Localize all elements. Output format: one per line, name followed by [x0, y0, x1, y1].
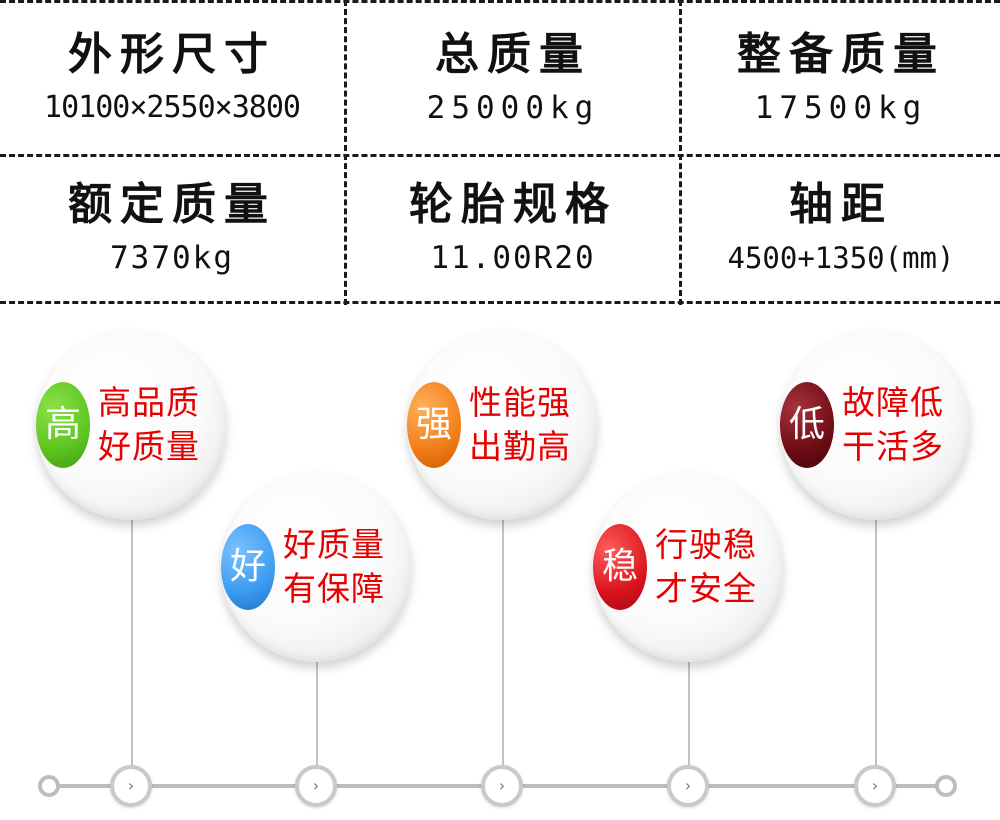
timeline-stem: [131, 520, 133, 768]
feature-line: 出勤高: [469, 427, 571, 466]
spec-curb-mass: 整备质量 17500kg: [682, 30, 1000, 128]
feature-line: 行驶稳: [655, 525, 757, 564]
spec-total-mass: 总质量 25000kg: [347, 30, 679, 128]
grid-divider: [679, 0, 682, 305]
spec-table: 外形尺寸 10100×2550×3800 总质量 25000kg 整备质量 17…: [0, 0, 1000, 305]
feature-line: 干活多: [842, 427, 944, 466]
badge-hao-icon: 好: [221, 524, 275, 610]
spec-label: 轮胎规格: [409, 179, 617, 230]
feature-text: 行驶稳 才安全: [655, 523, 757, 611]
feature-text: 好质量 有保障: [283, 523, 385, 611]
grid-divider: [344, 0, 347, 305]
feature-text: 性能强 出勤高: [469, 381, 571, 469]
spec-label: 轴距: [789, 179, 893, 230]
timeline-stem: [502, 520, 504, 768]
badge-wen-icon: 稳: [593, 524, 647, 610]
badge-gao-icon: 高: [36, 382, 90, 468]
feature-line: 故障低: [842, 383, 944, 422]
timeline-start-cap: [38, 775, 60, 797]
spec-rated-mass: 额定质量 7370kg: [0, 180, 344, 278]
spec-tire-size: 轮胎规格 11.00R20: [347, 180, 679, 278]
feature-line: 有保障: [283, 569, 385, 608]
feature-line: 才安全: [655, 569, 757, 608]
feature-stability: 稳 行驶稳 才安全: [593, 472, 783, 662]
spec-value: 4500+1350(mm): [727, 241, 955, 275]
spec-wheelbase: 轴距 4500+1350(mm): [682, 180, 1000, 278]
grid-divider: [0, 301, 1000, 304]
chevron-right-icon[interactable]: ›: [854, 765, 896, 807]
timeline-stem: [688, 660, 690, 768]
feature-text: 高品质 好质量: [98, 381, 200, 469]
spec-label: 额定质量: [68, 179, 276, 230]
spec-value: 17500kg: [754, 90, 928, 126]
spec-value: 10100×2550×3800: [44, 90, 301, 125]
feature-line: 好质量: [98, 427, 200, 466]
badge-qiang-icon: 强: [407, 382, 461, 468]
grid-divider: [0, 154, 1000, 157]
feature-line: 性能强: [469, 383, 571, 422]
badge-di-icon: 低: [780, 382, 834, 468]
grid-divider: [0, 0, 1000, 3]
spec-value: 25000kg: [426, 90, 600, 126]
spec-label: 整备质量: [737, 29, 945, 80]
spec-label: 总质量: [435, 29, 591, 80]
spec-value: 11.00R20: [430, 240, 596, 276]
chevron-right-icon[interactable]: ›: [481, 765, 523, 807]
spec-value: 7370kg: [110, 240, 234, 276]
spec-label: 外形尺寸: [68, 29, 276, 80]
chevron-right-icon[interactable]: ›: [667, 765, 709, 807]
feature-performance: 强 性能强 出勤高: [407, 330, 597, 520]
timeline-stem: [875, 520, 877, 768]
chevron-right-icon[interactable]: ›: [110, 765, 152, 807]
feature-text: 故障低 干活多: [842, 381, 944, 469]
timeline-end-cap: [935, 775, 957, 797]
feature-quality: 高 高品质 好质量: [36, 330, 226, 520]
feature-line: 高品质: [98, 383, 200, 422]
timeline-stem: [316, 660, 318, 768]
feature-assurance: 好 好质量 有保障: [221, 472, 411, 662]
feature-line: 好质量: [283, 525, 385, 564]
feature-reliability: 低 故障低 干活多: [780, 330, 970, 520]
spec-dimensions: 外形尺寸 10100×2550×3800: [0, 30, 344, 128]
chevron-right-icon[interactable]: ›: [295, 765, 337, 807]
